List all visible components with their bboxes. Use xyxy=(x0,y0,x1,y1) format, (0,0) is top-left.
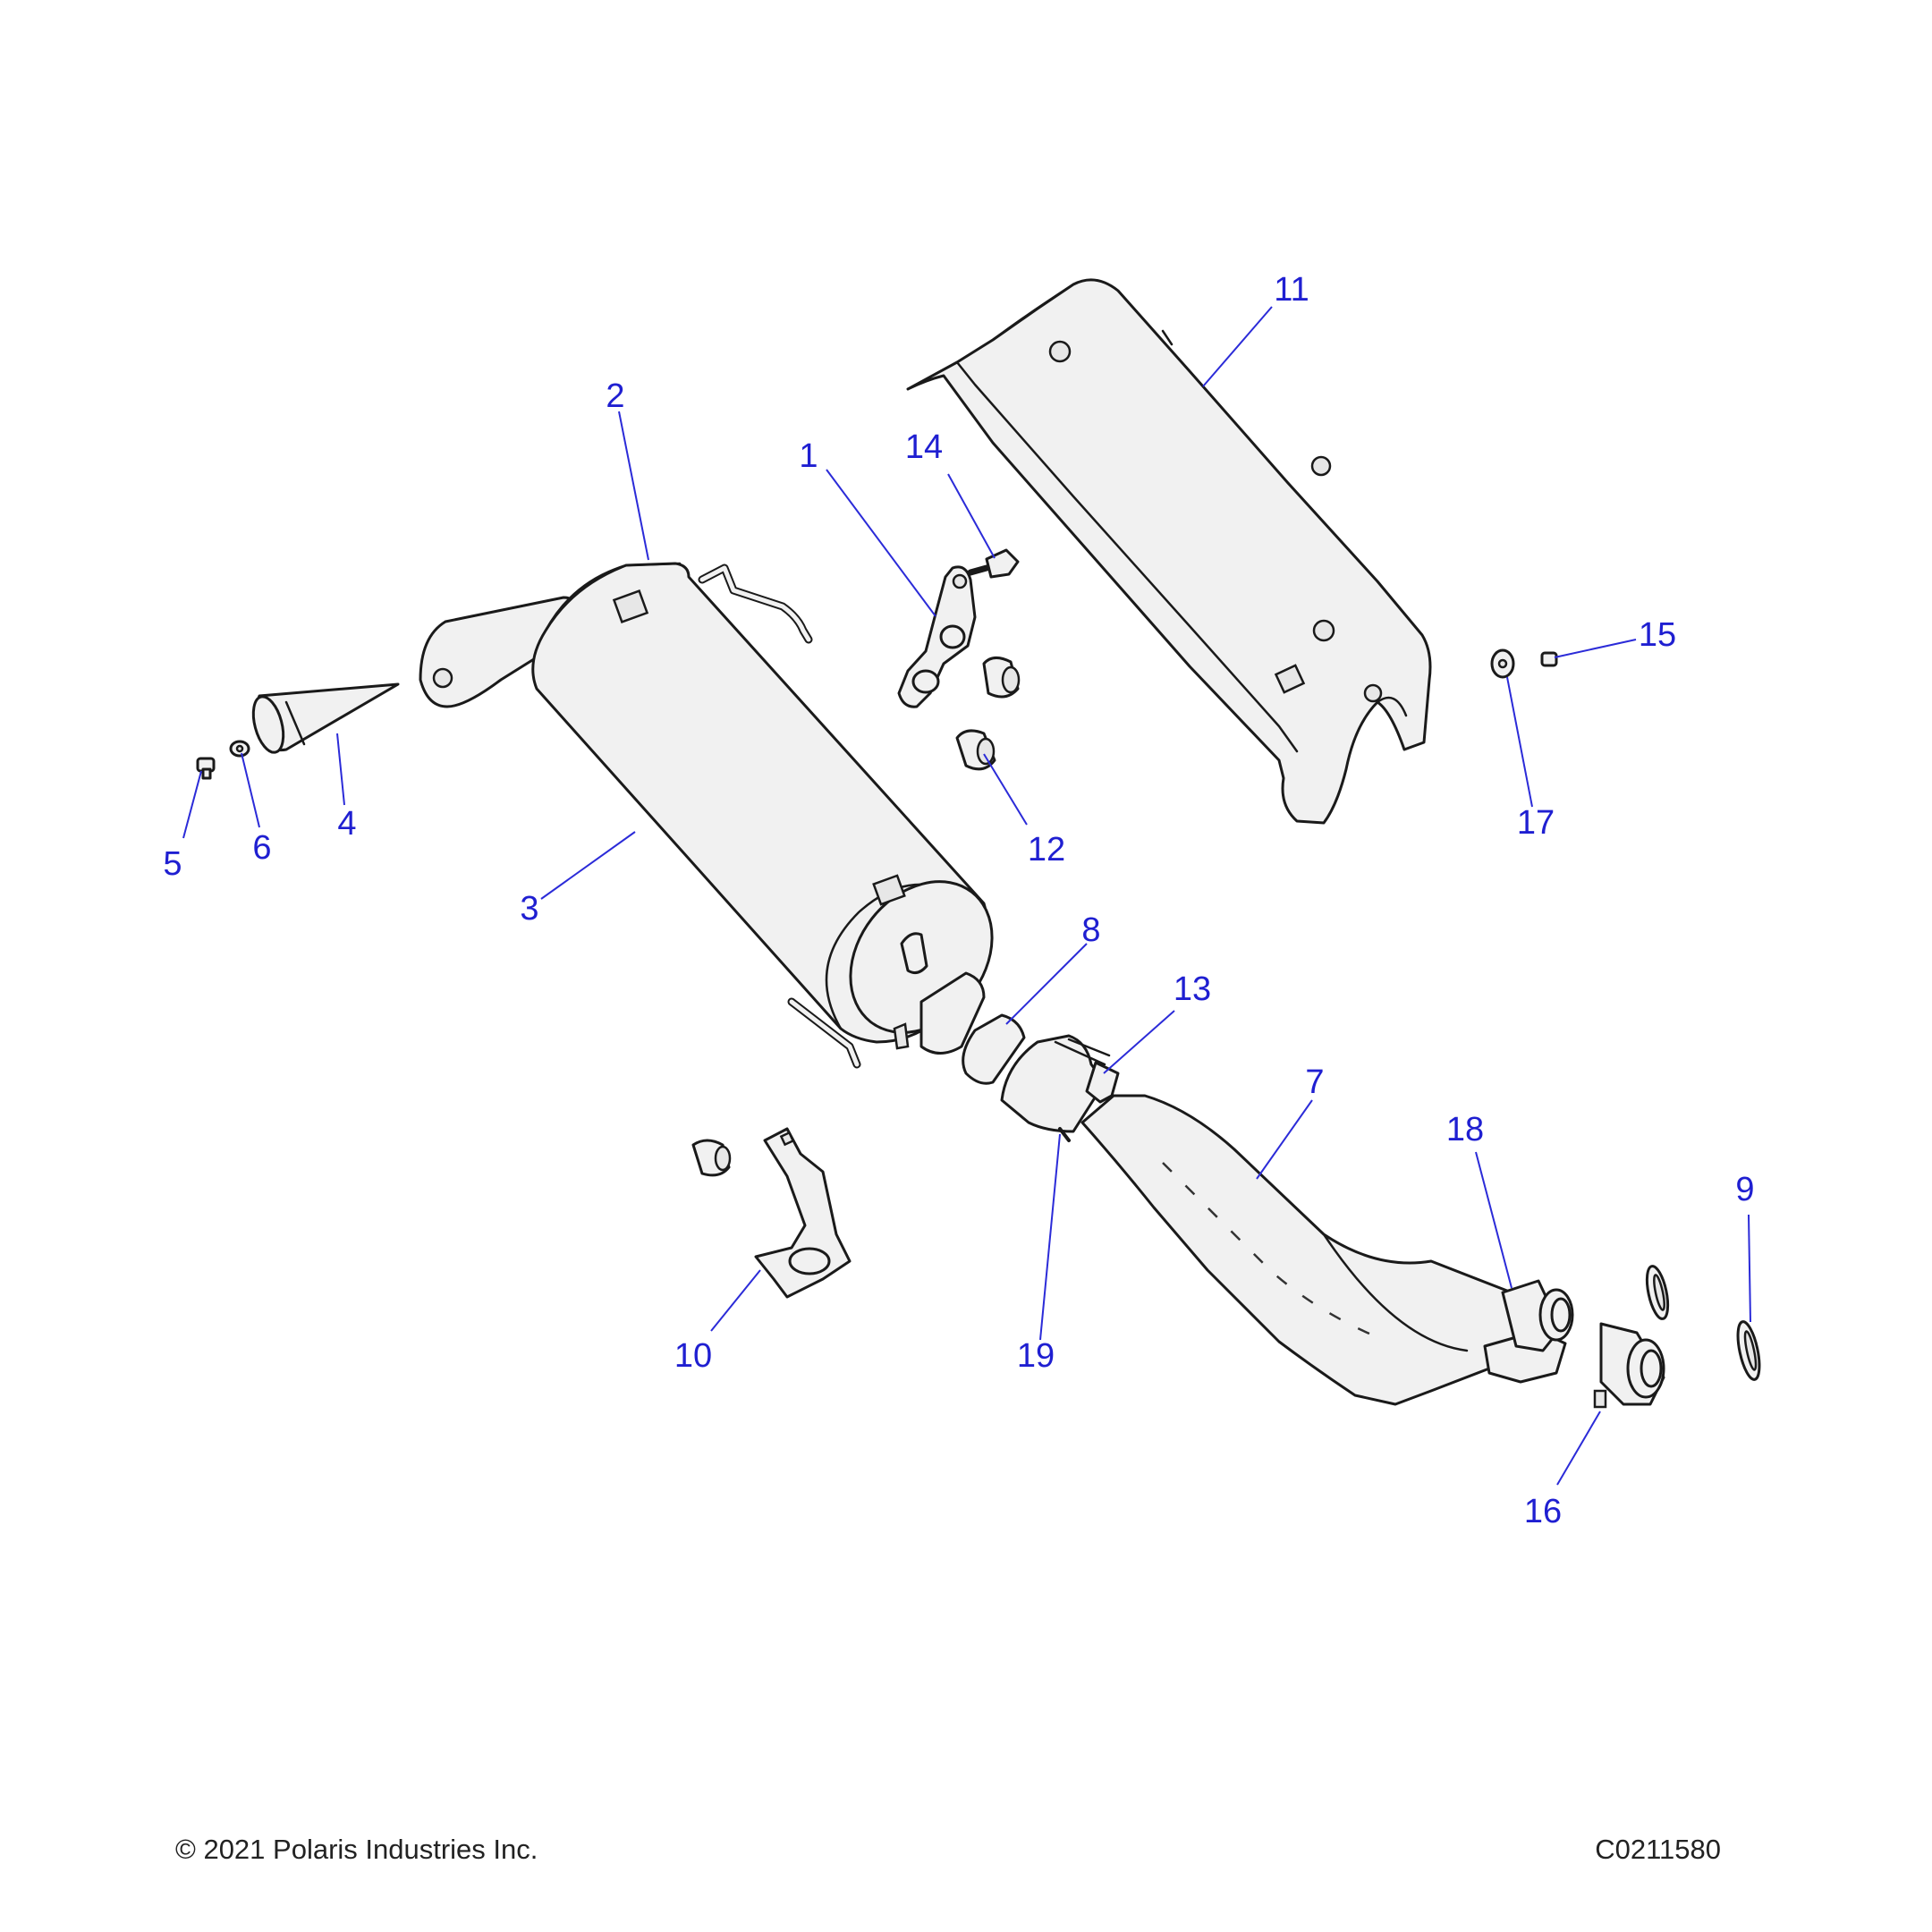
leader-15 xyxy=(1554,639,1637,658)
callout-4: 4 xyxy=(337,805,356,843)
callout-7: 7 xyxy=(1305,1063,1324,1101)
part-outlet-lower xyxy=(1593,1322,1665,1409)
callout-19: 19 xyxy=(1017,1337,1055,1375)
callout-11: 11 xyxy=(1274,271,1309,309)
part-gasket-9-left xyxy=(1645,1265,1670,1320)
callout-9: 9 xyxy=(1735,1171,1754,1208)
callout-18: 18 xyxy=(1446,1111,1484,1148)
part-gasket-8 xyxy=(962,1013,1026,1085)
part-bracket-upper xyxy=(897,565,977,708)
callout-6: 6 xyxy=(252,829,271,867)
copyright-text: © 2021 Polaris Industries Inc. xyxy=(175,1834,538,1865)
part-washer-17 xyxy=(1490,648,1515,679)
leader-8 xyxy=(1005,943,1088,1025)
callout-1: 1 xyxy=(799,437,818,475)
callout-labels: 1 2 3 4 5 6 7 8 9 10 11 12 13 14 15 16 1… xyxy=(163,271,1754,1530)
part-grommet-12 xyxy=(955,729,996,771)
part-cone-cap xyxy=(251,682,400,754)
part-header-pipe xyxy=(1080,1094,1567,1406)
leader-12 xyxy=(983,753,1028,826)
part-outlet-upper xyxy=(1501,1279,1574,1352)
part-heat-shield xyxy=(906,278,1432,825)
part-screw-5 xyxy=(196,757,216,780)
part-nut-15 xyxy=(1540,651,1558,667)
leader-19 xyxy=(1039,1133,1061,1341)
leader-3 xyxy=(540,831,636,900)
leader-11 xyxy=(1202,306,1273,387)
callout-17: 17 xyxy=(1517,804,1555,842)
leader-5 xyxy=(182,770,202,839)
part-clamp xyxy=(1000,1034,1120,1142)
leader-2 xyxy=(618,411,649,561)
callout-15: 15 xyxy=(1639,616,1676,654)
leader-17 xyxy=(1506,676,1533,808)
leader-10 xyxy=(710,1269,761,1332)
part-bolt-14 xyxy=(967,548,1020,579)
callout-3: 3 xyxy=(520,890,538,928)
part-grommet-lower xyxy=(691,1139,732,1177)
callout-5: 5 xyxy=(163,845,182,883)
leader-18 xyxy=(1475,1151,1513,1289)
callout-14: 14 xyxy=(905,428,943,466)
callout-8: 8 xyxy=(1081,911,1100,949)
leader-4 xyxy=(336,733,345,806)
leader-13 xyxy=(1103,1010,1175,1074)
part-grommet-upper xyxy=(982,657,1021,699)
part-washer-6 xyxy=(229,740,250,758)
callout-16: 16 xyxy=(1524,1493,1562,1530)
leader-1 xyxy=(826,469,936,617)
callout-2: 2 xyxy=(606,377,624,415)
part-bracket-lower xyxy=(754,1127,852,1299)
leader-9 xyxy=(1748,1214,1751,1323)
callout-13: 13 xyxy=(1174,970,1211,1008)
callout-12: 12 xyxy=(1028,831,1065,869)
leader-7 xyxy=(1256,1099,1313,1180)
leader-6 xyxy=(241,752,260,828)
figure-code: C0211580 xyxy=(1595,1834,1721,1865)
leader-16 xyxy=(1556,1411,1601,1486)
part-muffler xyxy=(419,562,994,1069)
leader-lines xyxy=(182,306,1751,1486)
leader-14 xyxy=(947,473,996,559)
callout-10: 10 xyxy=(674,1337,712,1375)
part-mount-tube xyxy=(698,564,813,644)
part-gasket-9-right xyxy=(1736,1320,1761,1381)
